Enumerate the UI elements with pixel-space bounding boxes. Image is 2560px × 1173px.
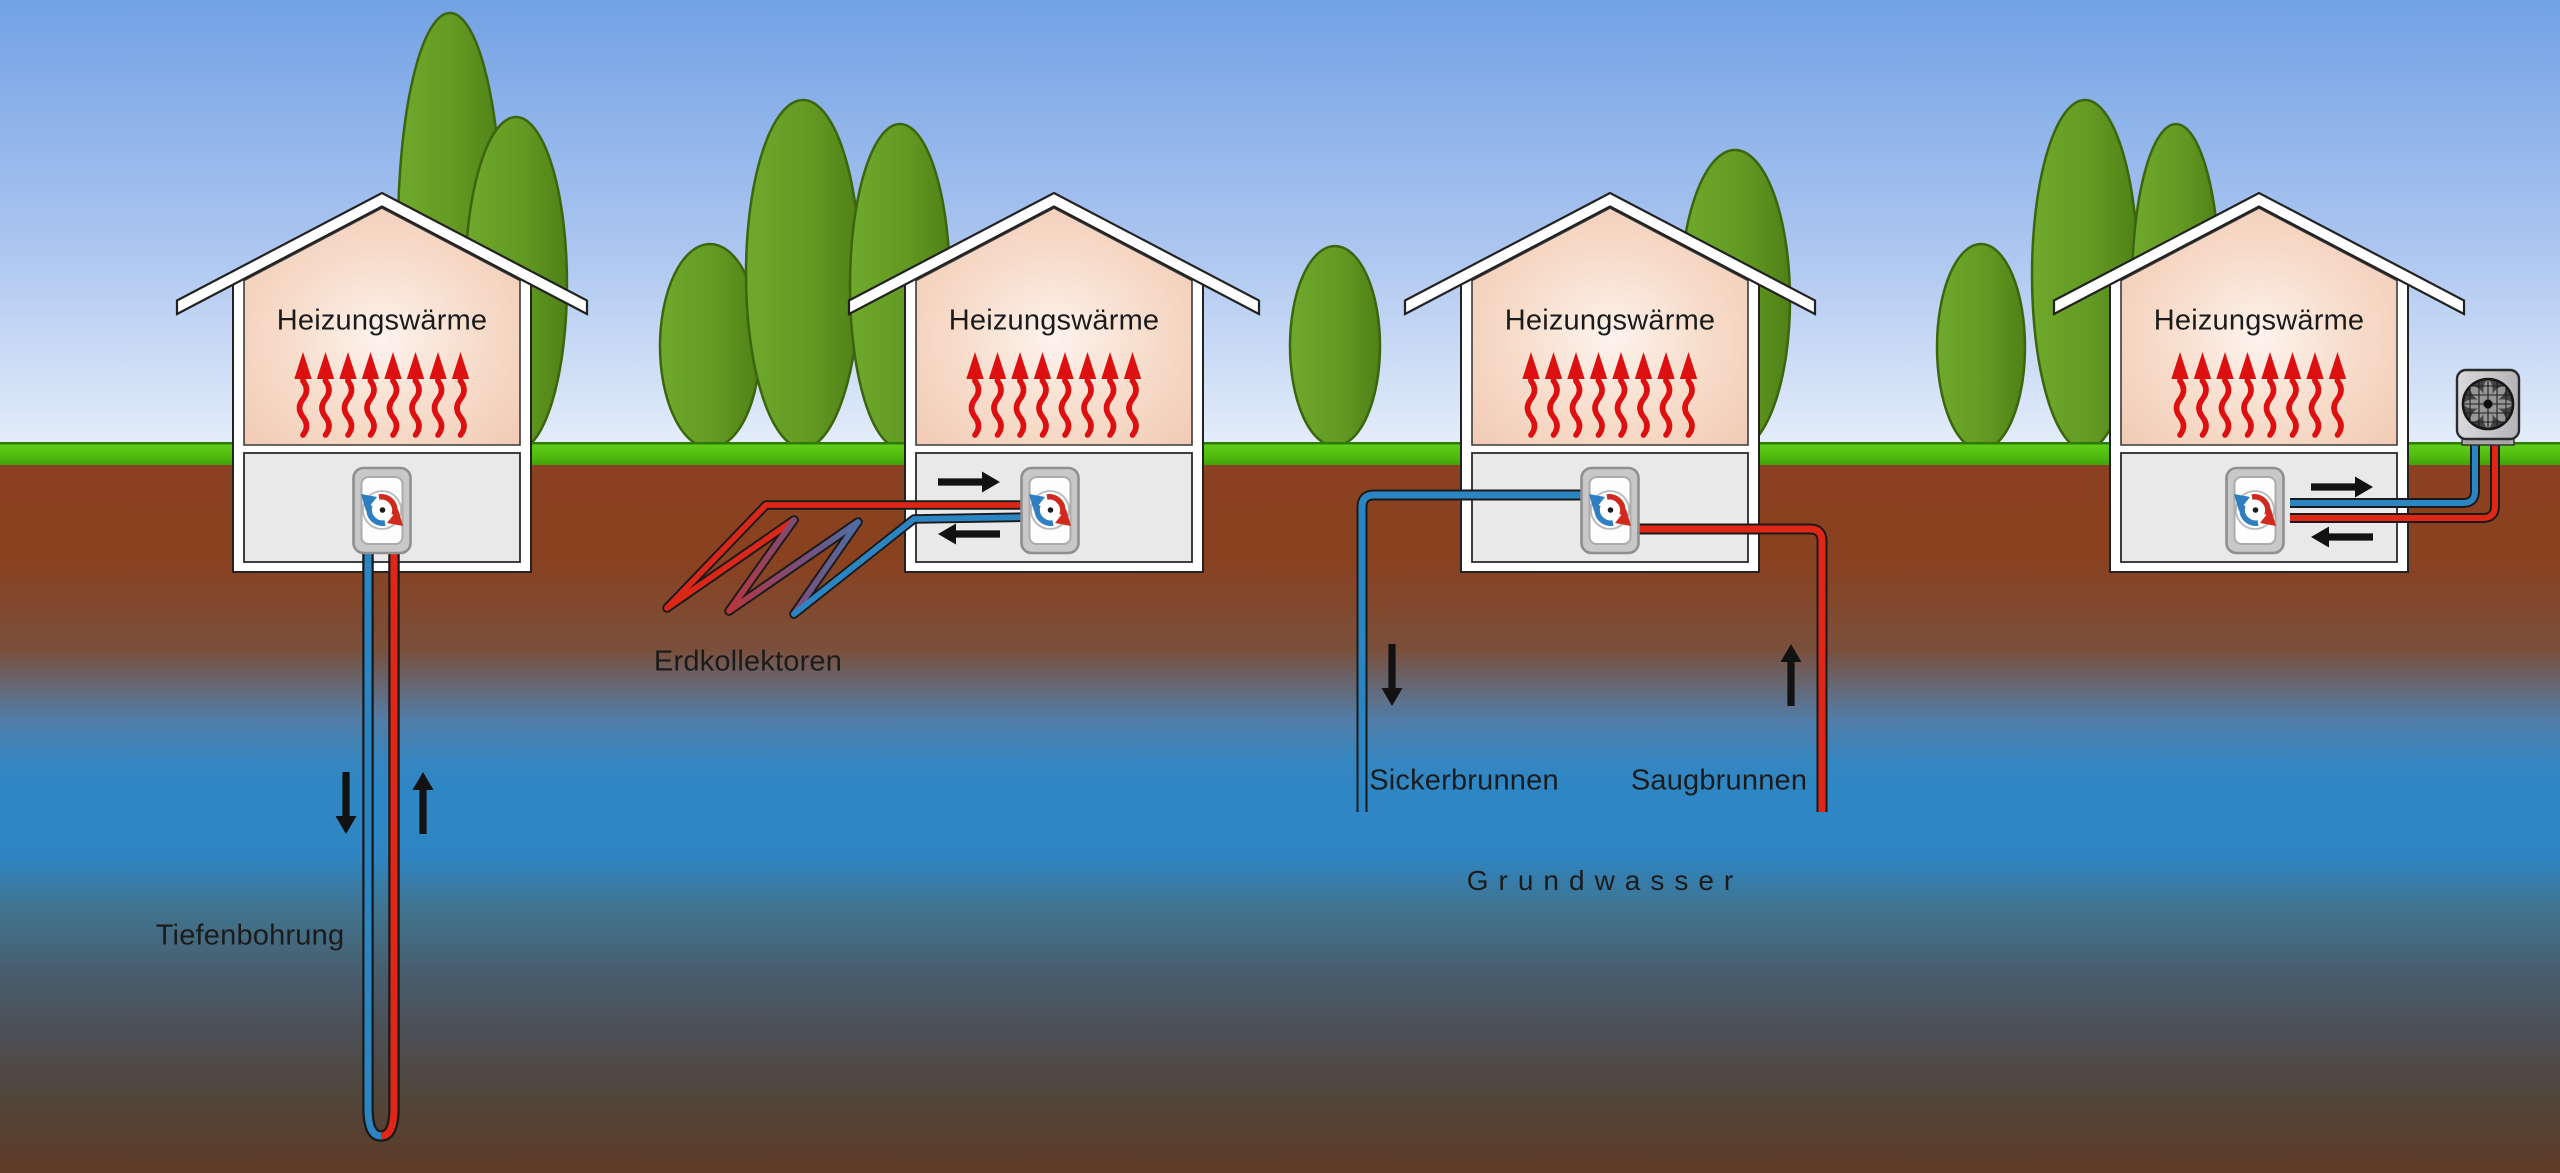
caption-grundwasser: Grundwasser [1466,865,1744,896]
heat-cycle-icon [2234,490,2276,530]
caption-saugbrunnen: Saugbrunnen [1630,764,1808,797]
heat-cycle-icon [1029,490,1071,530]
caption-tiefenbohrung: Tiefenbohrung [155,919,345,952]
warm-pipe [664,502,1038,611]
cold-pipe [364,548,382,1140]
underground [0,465,2560,1173]
outdoor-unit [2455,368,2521,446]
roof [2052,191,2466,316]
heat-cycle-icon [1589,490,1631,530]
heat-cycle-icon [361,490,403,530]
transition-pipe [726,517,861,617]
heat-pump-unit [352,466,412,555]
caption-sickerbrunnen: Sickerbrunnen [1369,764,1559,797]
roof [847,191,1261,316]
warm-pipe [380,548,398,1140]
heat-pump-unit [2225,466,2285,555]
collector-pipes [662,500,1040,619]
house-upper-room [2120,207,2398,446]
warm-pipe [2290,441,2498,521]
heat-pump-unit [1580,466,1640,555]
cold-pipe [791,514,1038,617]
borehole-pipes [362,548,400,1142]
well-pipes [1356,489,1828,812]
caption-erdkollektoren: Erdkollektoren [653,645,843,678]
airsource-pipes [2290,441,2500,523]
heating-label-house2: Heizungswärme [948,304,1160,337]
warm-pipe [1638,525,1826,812]
grass-edge [0,442,2560,445]
cold-pipe [2290,441,2478,506]
tree-middle [1288,244,1382,448]
cold-pipe [1358,491,1582,812]
roof [175,191,589,316]
heat-pump-units [352,466,2285,555]
house-upper-room [915,207,1193,446]
heat-pump-unit [1020,466,1080,555]
tree [1935,242,2027,452]
heating-label-house3: Heizungswärme [1504,304,1716,337]
fan-icon [2461,377,2515,431]
heating-label-house1: Heizungswärme [276,304,488,337]
heating-label-house4: Heizungswärme [2153,304,2365,337]
house-upper-room [1471,207,1749,446]
house-upper-room [243,207,521,446]
tree [744,98,862,450]
roof [1403,191,1817,316]
